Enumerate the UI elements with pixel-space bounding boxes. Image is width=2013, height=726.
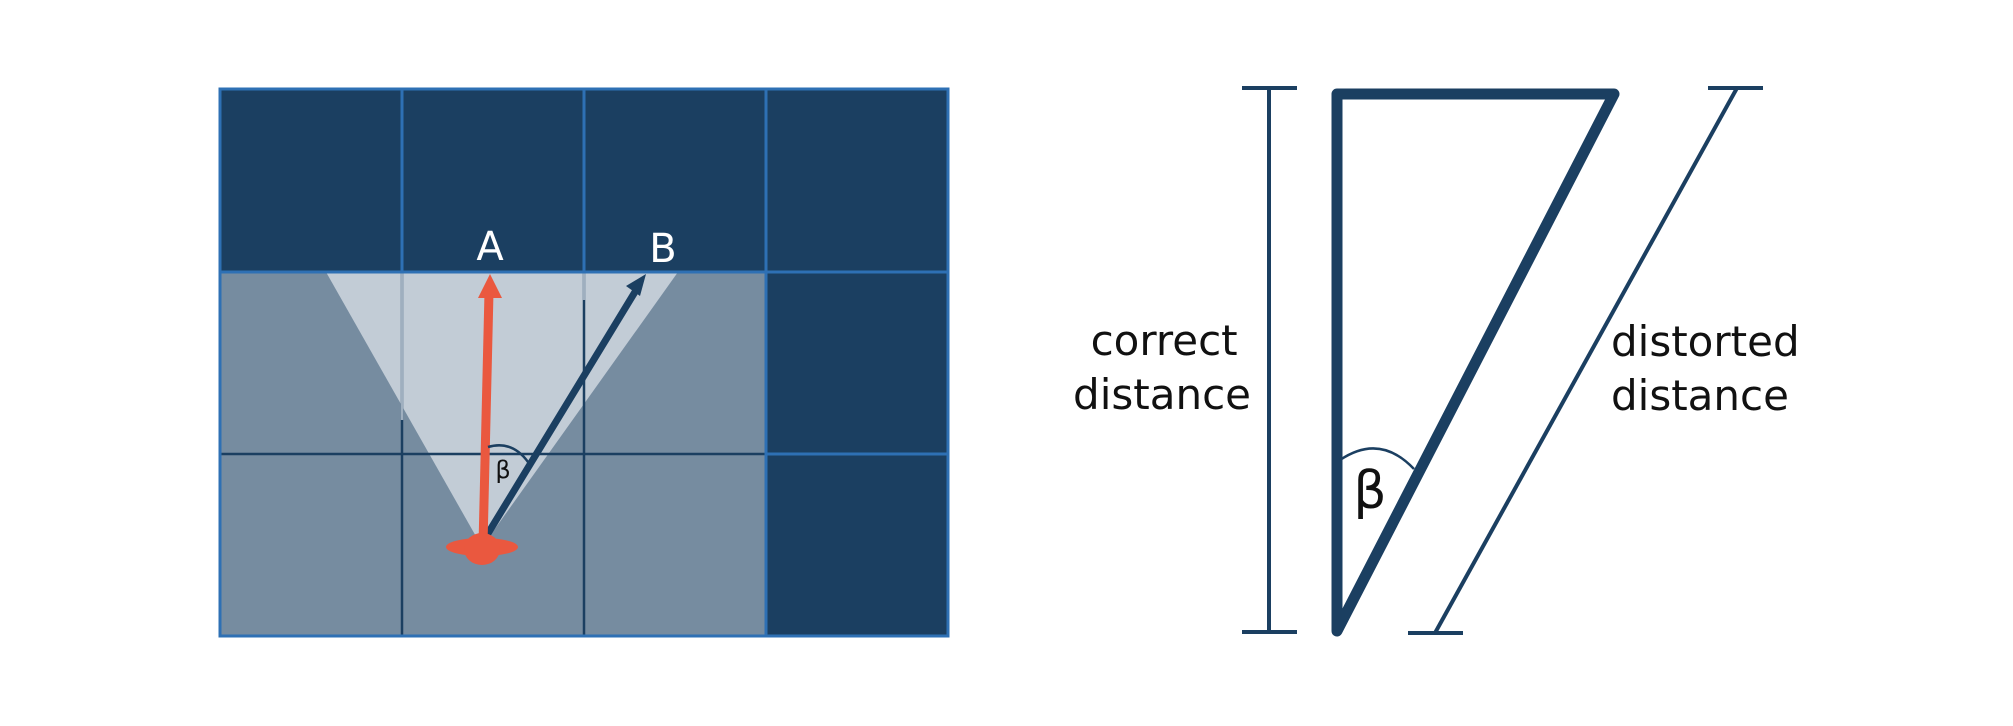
wall-cell: [766, 89, 948, 272]
triangle-angle-arc: [1339, 447, 1415, 470]
grid-lines-in-cone: [400, 272, 586, 420]
ray-a: [478, 291, 494, 546]
wall-cell: [766, 272, 948, 454]
angle-arc: [487, 444, 530, 463]
wall-cell: [220, 89, 402, 272]
correct-distance-label: correct distance: [1073, 316, 1251, 419]
field-of-view-cone: [326, 272, 678, 547]
label-b: B: [649, 226, 676, 272]
wall-cell: [584, 89, 766, 272]
distorted-distance-label: distorted distance: [1611, 317, 1813, 420]
player-icon: [446, 533, 518, 565]
distance-triangle-diagram: β correct distance distorted distance: [1073, 86, 1813, 637]
ray-a-arrowhead: [478, 274, 502, 298]
wall-cell: [766, 454, 948, 636]
ray-b-arrowhead: [626, 274, 646, 296]
distorted-distance-line2: distance: [1611, 371, 1789, 420]
map-grid: β A B: [218, 87, 950, 638]
triangle-angle-label: β: [1353, 461, 1386, 521]
label-a: A: [476, 224, 504, 270]
wall-borders: [218, 87, 950, 638]
distorted-distance-line1: distorted: [1611, 317, 1800, 366]
distorted-distance-dimension: [1408, 86, 1763, 635]
correct-distance-line1: correct: [1091, 316, 1238, 365]
ray-b: [481, 285, 641, 542]
correct-distance-line2: distance: [1073, 370, 1251, 419]
right-triangle: [1331, 88, 1620, 637]
correct-distance-dimension: [1242, 86, 1297, 634]
angle-label-small: β: [495, 456, 510, 484]
wall-cell: [402, 89, 584, 272]
